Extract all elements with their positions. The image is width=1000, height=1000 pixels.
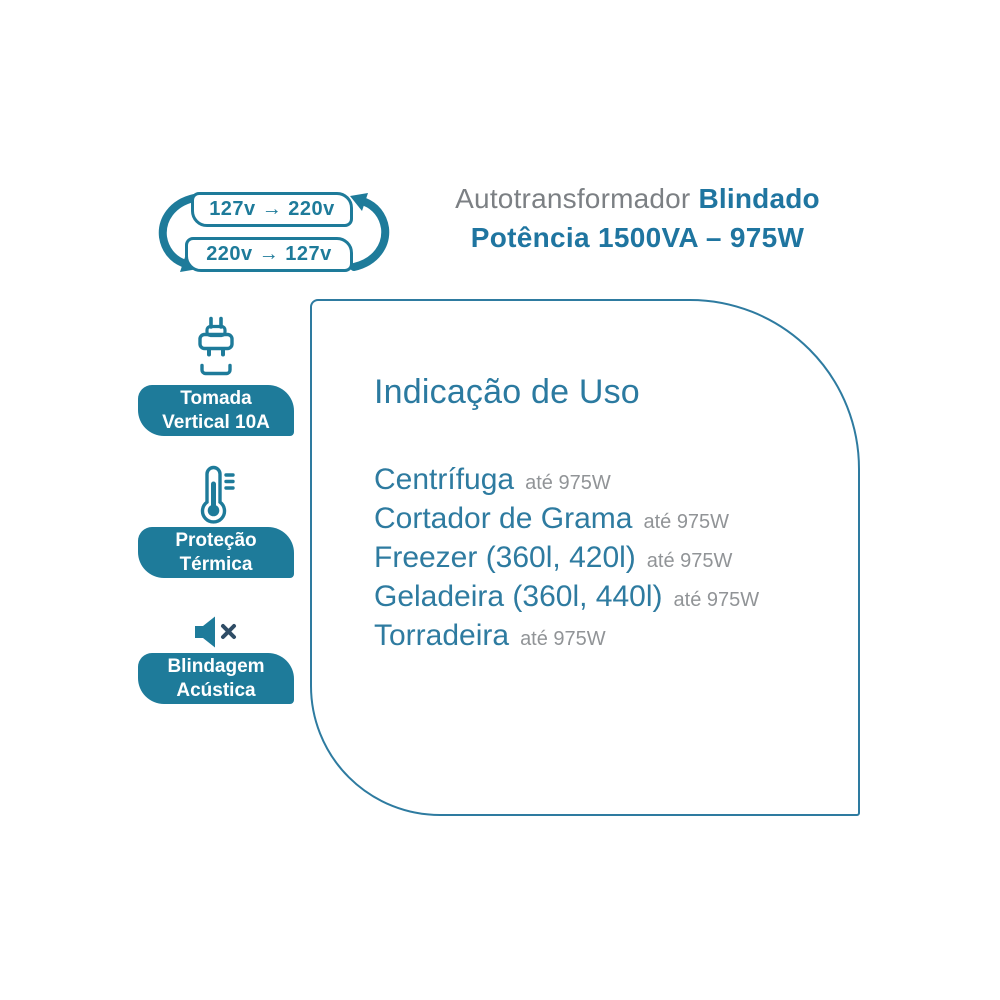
feature-blindagem-acustica: Blindagem Acústica (138, 610, 294, 704)
product-title-bold: Blindado (698, 183, 820, 214)
voltage-cycle: 127v → 220v 220v → 127v (158, 186, 390, 280)
cycle-arrow-right-icon (350, 193, 390, 271)
usage-item-name: Geladeira (360l, 440l) (374, 580, 663, 613)
badge-label-line1: Blindagem (167, 656, 265, 678)
usage-item-limit: até 975W (525, 472, 611, 494)
product-subtitle: Potência 1500VA – 975W (470, 222, 805, 253)
feature-badge-tomada: Tomada Vertical 10A (138, 385, 294, 436)
usage-item-limit: até 975W (643, 511, 730, 533)
product-title-regular: Autotransformador (455, 183, 691, 214)
product-title: Autotransformador Blindado (425, 183, 850, 215)
badge-label-line1: Proteção (175, 530, 257, 552)
badge-label-line2: Acústica (176, 679, 256, 701)
usage-item-name: Cortador de Grama (374, 502, 633, 535)
header: Autotransformador Blindado Potência 1500… (425, 183, 850, 254)
usage-item-limit: até 975W (520, 628, 606, 650)
voltage-pill-bottom: 220v → 127v (185, 237, 353, 272)
feature-badge-protecao: Proteção Térmica (138, 527, 294, 578)
usage-item-limit: até 975W (673, 589, 760, 611)
feature-protecao-termica: Proteção Térmica (138, 464, 294, 578)
thermometer-icon (193, 464, 239, 524)
usage-item-name: Centrífuga (374, 463, 515, 496)
usage-item-limit: até 975W (646, 550, 733, 572)
usage-item-name: Freezer (360l, 420l) (374, 541, 636, 574)
badge-label-line2: Térmica (179, 553, 253, 575)
plug-vertical-socket-icon (195, 314, 237, 382)
usage-list: Centrífuga até 975W Cortador de Grama at… (374, 463, 838, 658)
badge-label-line1: Tomada (180, 388, 252, 410)
usage-item: Geladeira (360l, 440l) até 975W (374, 580, 838, 619)
feature-tomada-vertical: Tomada Vertical 10A (138, 314, 294, 436)
usage-item: Centrífuga até 975W (374, 463, 838, 502)
speaker-muted-icon (192, 610, 240, 650)
badge-label-line2: Vertical 10A (162, 411, 270, 433)
feature-badge-blindagem: Blindagem Acústica (138, 653, 294, 704)
usage-panel: Indicação de Uso Centrífuga até 975W Cor… (310, 299, 860, 816)
usage-panel-title: Indicação de Uso (374, 373, 640, 411)
voltage-pill-bottom-label: 220v → 127v (206, 243, 332, 265)
usage-item: Freezer (360l, 420l) até 975W (374, 541, 838, 580)
usage-item: Torradeira até 975W (374, 619, 838, 658)
voltage-pill-top-label: 127v → 220v (209, 198, 335, 220)
usage-item-name: Torradeira (374, 619, 510, 652)
voltage-pill-top: 127v → 220v (191, 192, 353, 227)
usage-item: Cortador de Grama até 975W (374, 502, 838, 541)
